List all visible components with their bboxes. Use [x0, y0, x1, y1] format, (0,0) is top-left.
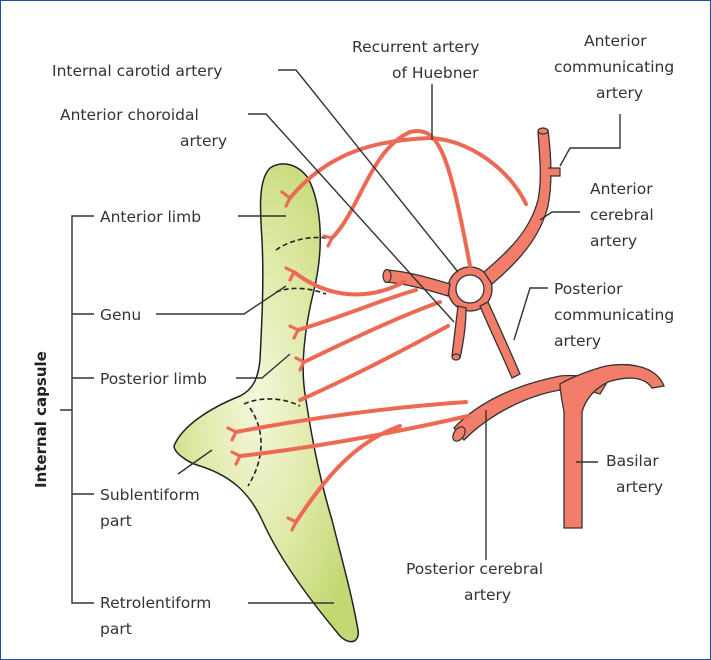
leader-anterior-communicating — [560, 114, 620, 166]
posterior-limb-label: Posterior limb — [100, 370, 207, 388]
anterior-cerebral-vessel — [484, 130, 551, 284]
anterior-choroidal-label-1: Anterior choroidal — [60, 106, 199, 124]
sublentiform-label-2: part — [100, 512, 132, 530]
leader-lines — [60, 70, 620, 603]
basilar-label-2: artery — [616, 478, 663, 496]
posterior-cerebral-label-2: artery — [464, 586, 511, 604]
anterior-communicating-label-1: Anterior — [584, 32, 647, 50]
posterior-communicating-label-1: Posterior — [554, 280, 623, 298]
internal-carotid-label: Internal carotid artery — [52, 62, 222, 80]
basilar-label-1: Basilar — [606, 452, 659, 470]
sublentiform-label-1: Sublentiform — [100, 486, 200, 504]
artery-tip-2 — [324, 236, 332, 246]
recurrent-label-1: Recurrent artery — [352, 38, 479, 56]
internal-capsule-bracket — [60, 216, 94, 603]
leader-posterior-communicating — [514, 288, 548, 340]
internal-capsule-vertical-label: Internal capsule — [32, 351, 50, 488]
internal-capsule-shape — [174, 164, 358, 642]
genu-label: Genu — [100, 306, 141, 324]
anterior-cerebral-end — [538, 128, 548, 134]
recurrent-huebner-artery-1 — [290, 138, 526, 204]
anterior-cerebral-label-3: artery — [590, 232, 637, 250]
anterior-limb-label: Anterior limb — [100, 208, 201, 226]
anterior-communicating-stub — [548, 168, 560, 176]
retrolentiform-label-2: part — [100, 620, 132, 638]
anterior-choroidal-label-2: artery — [180, 132, 227, 150]
anterior-choroidal-vessel — [452, 306, 466, 358]
labels: Internal carotid artery Anterior choroid… — [32, 32, 674, 638]
basilar-vessel — [560, 365, 664, 528]
anterior-cerebral-label-1: Anterior — [590, 180, 653, 198]
posterior-cerebral-label-1: Posterior cerebral — [406, 560, 543, 578]
retrolentiform-label-1: Retrolentiform — [100, 594, 211, 612]
anterior-choroidal-end — [452, 354, 460, 360]
anterior-communicating-label-3: artery — [596, 84, 643, 102]
posterior-communicating-label-3: artery — [554, 332, 601, 350]
recurrent-label-2: of Huebner — [392, 64, 479, 82]
anterior-cerebral-label-2: cerebral — [590, 206, 654, 224]
anterior-communicating-label-2: communicating — [554, 58, 674, 76]
lenticulostriate-artery-3 — [304, 302, 440, 362]
choroidal-artery-1 — [300, 326, 448, 400]
middle-branch-end — [383, 270, 391, 283]
posterior-communicating-label-2: communicating — [554, 306, 674, 324]
